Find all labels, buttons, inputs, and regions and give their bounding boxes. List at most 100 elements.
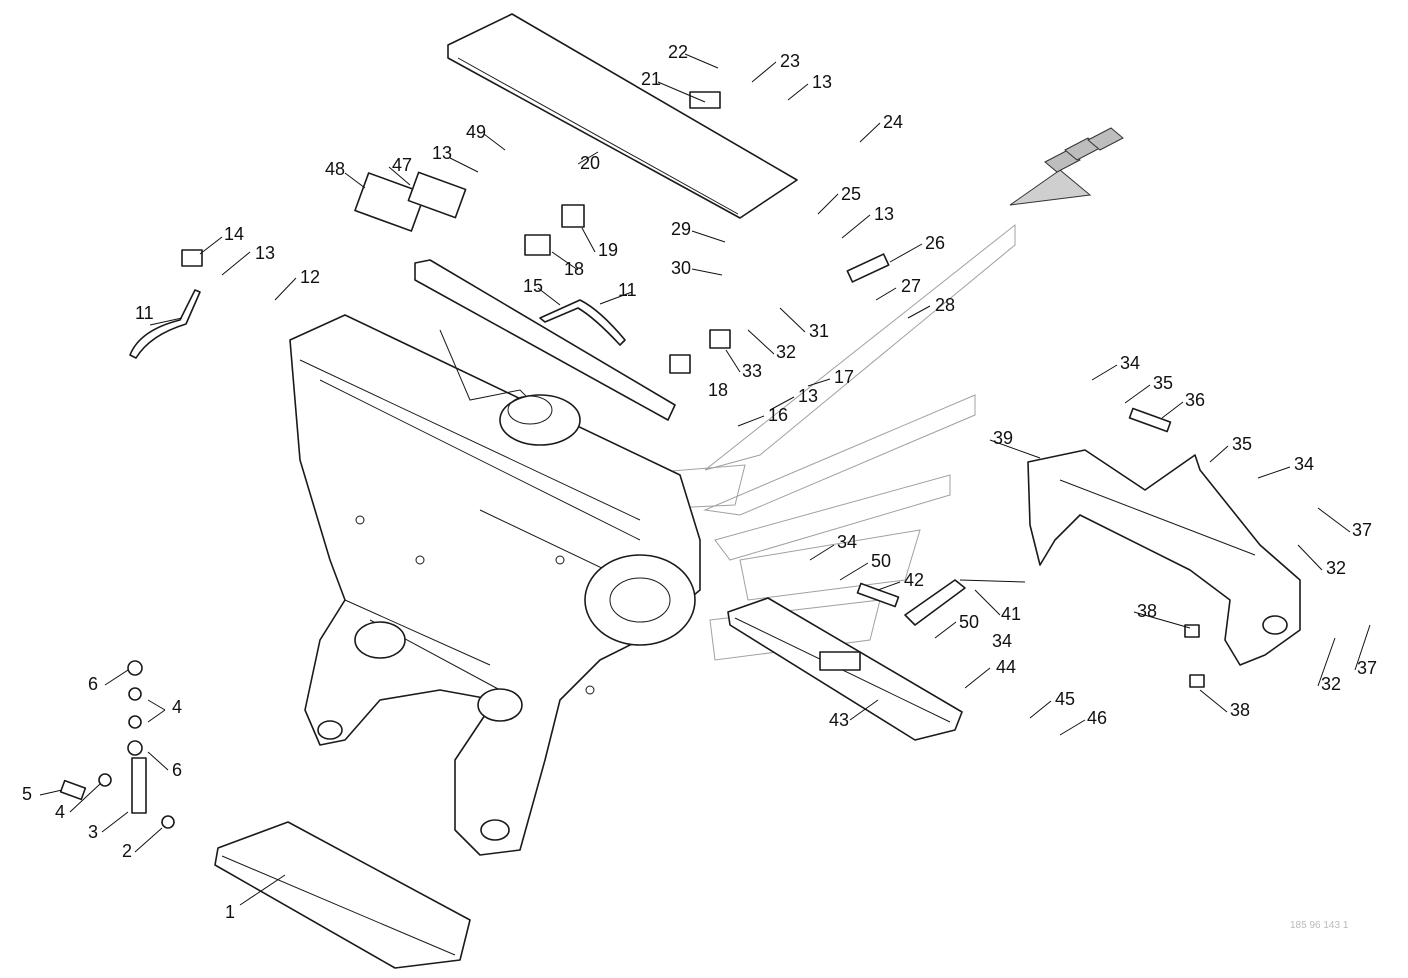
leader-line (537, 287, 561, 306)
callout-label: 19 (598, 240, 618, 260)
leader-line (69, 783, 101, 813)
callout-label: 11 (618, 280, 637, 300)
leader-line (787, 83, 809, 101)
leader-line (974, 589, 1001, 616)
leader-line (1124, 384, 1151, 404)
callout-label: 29 (671, 219, 691, 239)
leader-line (1317, 507, 1351, 533)
callout-label: 50 (871, 551, 891, 571)
callout-label: 13 (798, 386, 818, 406)
callout-label: 37 (1352, 520, 1372, 540)
callout-label: 24 (883, 112, 903, 132)
leader-line (581, 227, 596, 253)
callout-label: 50 (959, 612, 979, 632)
leader-line (809, 544, 835, 561)
leader-line (817, 193, 839, 215)
callout-label: 41 (1001, 604, 1021, 624)
leader-line (839, 562, 869, 581)
leader-line (889, 243, 923, 263)
leader-line (449, 157, 479, 173)
callout-label: 42 (904, 570, 924, 590)
callout-label: 23 (780, 51, 800, 71)
callout-label: 26 (925, 233, 945, 253)
callout-label: 1 (225, 902, 235, 922)
leader-line (551, 251, 579, 271)
callout-label: 11 (135, 303, 154, 323)
callout-label: 43 (829, 710, 849, 730)
callout-label: 35 (1232, 434, 1252, 454)
leader-line (691, 268, 723, 276)
leader-line (964, 667, 991, 689)
callout-label: 22 (668, 42, 688, 62)
callout-label: 33 (742, 361, 762, 381)
leader-line (1059, 719, 1086, 736)
callout-label: 18 (564, 259, 584, 279)
leader-line (1133, 611, 1191, 629)
leader-line (691, 230, 726, 243)
top-cover-panel (447, 13, 798, 219)
hardware-small-parts (59, 91, 1205, 829)
leader-line (221, 251, 251, 276)
callout-label: 35 (1153, 373, 1173, 393)
leader-line (907, 305, 931, 319)
leader-line (344, 172, 366, 189)
leader-line (1161, 401, 1184, 419)
leader-line (104, 669, 129, 686)
callout-label: 5 (22, 784, 32, 804)
leader-line (101, 811, 129, 833)
callout-label: 21 (641, 69, 661, 89)
callout-label: 49 (466, 122, 486, 142)
leader-line (149, 317, 183, 326)
leader-line (147, 699, 166, 711)
leader-line (39, 789, 63, 796)
callout-label: 6 (88, 674, 98, 694)
callout-label: 36 (1185, 390, 1205, 410)
callout-label: 32 (1326, 558, 1346, 578)
callout-label: 30 (671, 258, 691, 278)
callout-label: 25 (841, 184, 861, 204)
leader-line (274, 277, 297, 301)
leader-line (599, 291, 633, 305)
callout-label: 18 (708, 380, 728, 400)
leader-line (1317, 637, 1336, 687)
leader-line (779, 307, 806, 333)
footstep-plate (214, 821, 471, 969)
leader-line (989, 439, 1041, 459)
leader-line (1029, 700, 1052, 719)
rear-bumper-assembly (1027, 449, 1301, 666)
callout-label: 15 (523, 276, 543, 296)
callout-label: 38 (1137, 601, 1157, 621)
callout-label: 48 (325, 159, 345, 179)
callout-label: 17 (834, 367, 854, 387)
callout-label: 46 (1087, 708, 1107, 728)
leader-line (147, 751, 169, 771)
callout-label: 34 (992, 631, 1012, 651)
leader-line (483, 133, 506, 151)
callout-label: 4 (172, 697, 182, 717)
leader-line (877, 581, 901, 591)
leader-line (1091, 364, 1118, 381)
callout-label: 13 (812, 72, 832, 92)
callout-label: 20 (580, 153, 600, 173)
leader-line (859, 122, 881, 143)
callout-label: 14 (224, 224, 244, 244)
leader-line (1297, 544, 1323, 571)
callout-label: 3 (88, 822, 98, 842)
callout-label: 12 (300, 267, 320, 287)
callout-label: 13 (255, 243, 275, 263)
callout-label: 34 (1294, 454, 1314, 474)
callout-label: 27 (901, 276, 921, 296)
leader-lines (39, 53, 1371, 906)
leader-line (875, 287, 897, 301)
leader-line (1209, 445, 1229, 463)
leader-line (577, 151, 599, 165)
leader-line (807, 378, 831, 387)
callout-label: 34 (1120, 353, 1140, 373)
callout-label: 38 (1230, 700, 1250, 720)
leader-line (1199, 689, 1228, 713)
leader-line (751, 61, 777, 83)
leader-line (1257, 466, 1291, 479)
leader-line (657, 81, 706, 103)
leader-line (769, 396, 795, 411)
